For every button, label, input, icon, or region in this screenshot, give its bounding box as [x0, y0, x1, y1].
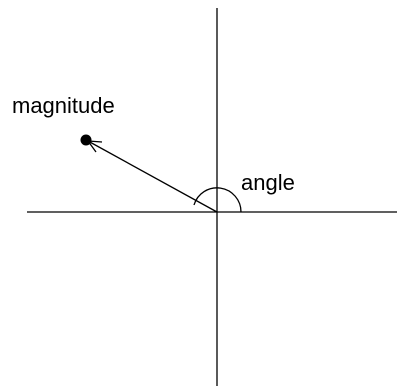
magnitude-label: magnitude — [12, 93, 115, 118]
vector-endpoint-dot — [80, 134, 92, 146]
vector-line — [87, 140, 218, 213]
angle-arc — [193, 187, 242, 213]
angle-label: angle — [241, 170, 295, 195]
